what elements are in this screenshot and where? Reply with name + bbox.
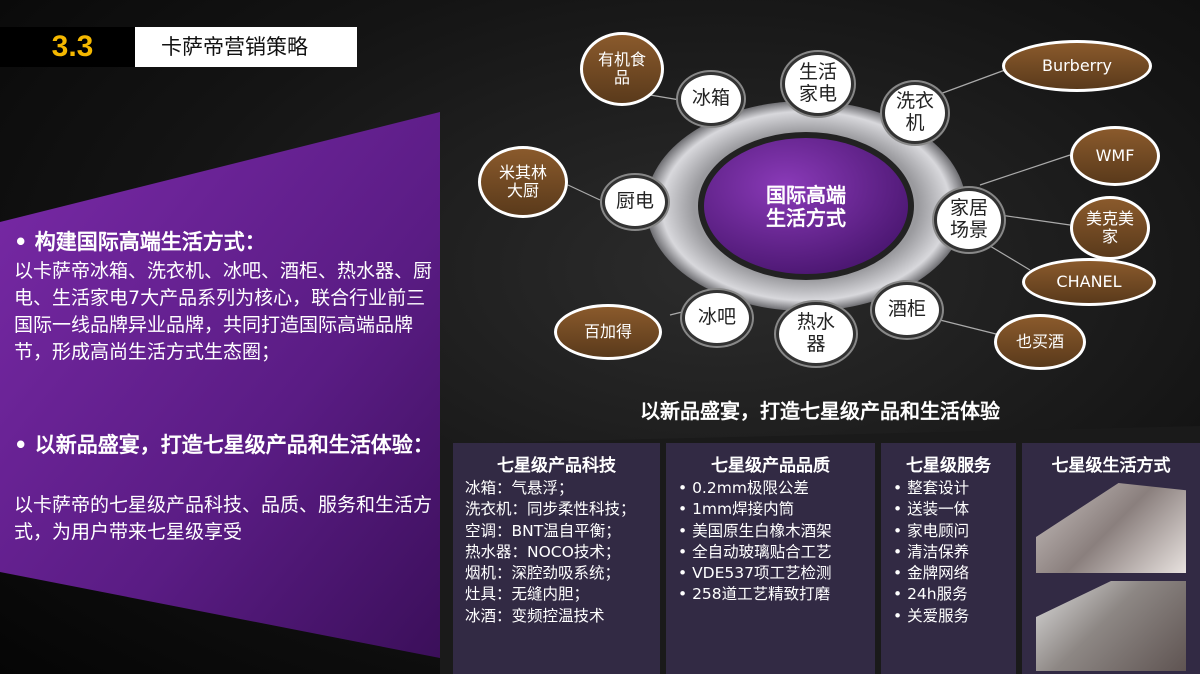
diagram-background xyxy=(567,69,1071,336)
list-item: • VDE537项工艺检测 xyxy=(678,564,832,583)
column-quality-list: • 0.2mm极限公差 • 1mm焊接内筒 • 美国原生白橡木酒架 • 全自动玻… xyxy=(666,478,875,606)
list-item: 热水器：NOCO技术； xyxy=(465,542,621,561)
list-item: • 1mm焊接内筒 xyxy=(678,500,795,519)
product-home: 家居 场景 xyxy=(934,188,1004,252)
list-item: 空调：BNT温自平衡； xyxy=(465,521,621,540)
product-bar: 冰吧 xyxy=(682,290,752,346)
list-item: • 全自动玻璃贴合工艺 xyxy=(678,542,832,561)
list-item: • 美国原生白橡木酒架 xyxy=(678,521,832,540)
lifestyle-photo-1 xyxy=(1036,483,1186,573)
list-item: 烟机：深腔劲吸系统； xyxy=(465,564,621,583)
column-lifestyle-header: 七星级生活方式 xyxy=(1051,456,1171,476)
partner-wmf: WMF xyxy=(1070,126,1160,186)
partner-burberry: Burberry xyxy=(1002,40,1152,92)
lifestyle-diagram: 国际高端 生活方式 冰箱 生活 家电 洗衣 机 厨电 家居 场景 酒柜 热水 器… xyxy=(440,20,1200,400)
chanel-label: CHANEL xyxy=(1056,271,1122,291)
list-item: • 关爱服务 xyxy=(893,606,970,625)
column-lifestyle: 七星级生活方式 xyxy=(1022,443,1200,674)
list-item: • 整套设计 xyxy=(893,479,970,497)
section-number: 3.3 xyxy=(0,27,135,67)
point1-body: 以卡萨帝冰箱、洗衣机、冰吧、酒柜、热水器、厨电、生活家电7大产品系列为核心，联合… xyxy=(14,260,433,363)
partner-chanel: CHANEL xyxy=(1022,258,1156,306)
baijiade-label: 百加得 xyxy=(583,321,632,341)
product-appliances: 生活 家电 xyxy=(782,52,854,116)
list-item: 冰箱：气悬浮； xyxy=(465,479,574,497)
partner-meikemeijia: 美克美 家 xyxy=(1070,196,1150,260)
list-item: • 送装一体 xyxy=(893,500,970,519)
column-quality: 七星级产品品质 • 0.2mm极限公差 • 1mm焊接内筒 • 美国原生白橡木酒… xyxy=(666,443,875,674)
list-item: • 0.2mm极限公差 xyxy=(678,479,809,497)
appliances-label: 生活 家电 xyxy=(798,61,837,105)
list-item: • 24h服务 xyxy=(893,585,968,604)
meikemeijia-label: 美克美 家 xyxy=(1085,208,1134,246)
product-kitchen: 厨电 xyxy=(602,175,668,229)
list-item: 冰酒：变频控温技术 xyxy=(465,606,605,625)
point1-title: • 构建国际高端生活方式： xyxy=(14,230,266,254)
product-fridge: 冰箱 xyxy=(678,72,744,126)
point2-body: 以卡萨帝的七星级产品科技、品质、服务和生活方式，为用户带来七星级享受 xyxy=(14,494,433,543)
list-item: • 258道工艺精致打磨 xyxy=(678,585,831,604)
list-item: • 清洁保养 xyxy=(893,542,970,561)
wmf-label: WMF xyxy=(1095,145,1135,165)
table-title: 以新品盛宴，打造七星级产品和生活体验 xyxy=(640,399,1000,423)
washer-label: 洗衣 机 xyxy=(895,90,934,134)
burberry-label: Burberry xyxy=(1041,55,1113,75)
list-item: • 金牌网络 xyxy=(893,564,970,583)
center-core xyxy=(704,138,908,274)
column-tech: 七星级产品科技 冰箱：气悬浮； 洗衣机：同步柔性科技； 空调：BNT温自平衡； … xyxy=(453,443,660,674)
center-text: 国际高端 生活方式 xyxy=(766,183,846,230)
wine-label: 酒柜 xyxy=(887,298,926,321)
column-service: 七星级服务 • 整套设计 • 送装一体 • 家电顾问 • 清洁保养 • 金牌网络… xyxy=(881,443,1016,674)
left-panel xyxy=(0,112,440,658)
michelin-label: 米其林 大厨 xyxy=(498,162,547,200)
home-label: 家居 场景 xyxy=(949,197,988,241)
yemaijiu-label: 也买酒 xyxy=(1015,331,1064,351)
fridge-label: 冰箱 xyxy=(691,87,730,110)
partner-michelin: 米其林 大厨 xyxy=(478,146,568,218)
product-washer: 洗衣 机 xyxy=(882,82,948,144)
bar-label: 冰吧 xyxy=(697,306,736,329)
list-item: • 家电顾问 xyxy=(893,521,970,540)
product-heater: 热水 器 xyxy=(776,302,856,366)
column-quality-header: 七星级产品品质 xyxy=(711,456,830,476)
point2-title: • 以新品盛宴，打造七星级产品和生活体验： xyxy=(14,433,434,457)
partner-baijiade: 百加得 xyxy=(554,304,662,360)
column-service-list: • 整套设计 • 送装一体 • 家电顾问 • 清洁保养 • 金牌网络 • 24h… xyxy=(881,478,1016,627)
partner-yemaijiu: 也买酒 xyxy=(994,314,1086,370)
column-service-header: 七星级服务 xyxy=(906,456,991,476)
column-tech-list: 冰箱：气悬浮； 洗衣机：同步柔性科技； 空调：BNT温自平衡； 热水器：NOCO… xyxy=(453,478,660,627)
column-tech-header: 七星级产品科技 xyxy=(497,456,616,476)
list-item: 洗衣机：同步柔性科技； xyxy=(465,500,636,519)
partner-organic-food: 有机食 品 xyxy=(580,32,664,106)
product-wine: 酒柜 xyxy=(872,282,942,338)
center-label: 国际高端 生活方式 xyxy=(751,172,861,242)
page-title: 卡萨帝营销策略 xyxy=(135,27,357,67)
lifestyle-photo-2 xyxy=(1036,581,1186,671)
organic-label: 有机食 品 xyxy=(597,49,646,87)
list-item: 灶具：无缝内胆； xyxy=(465,585,590,604)
kitchen-label: 厨电 xyxy=(615,190,654,213)
heater-label: 热水 器 xyxy=(796,311,835,355)
